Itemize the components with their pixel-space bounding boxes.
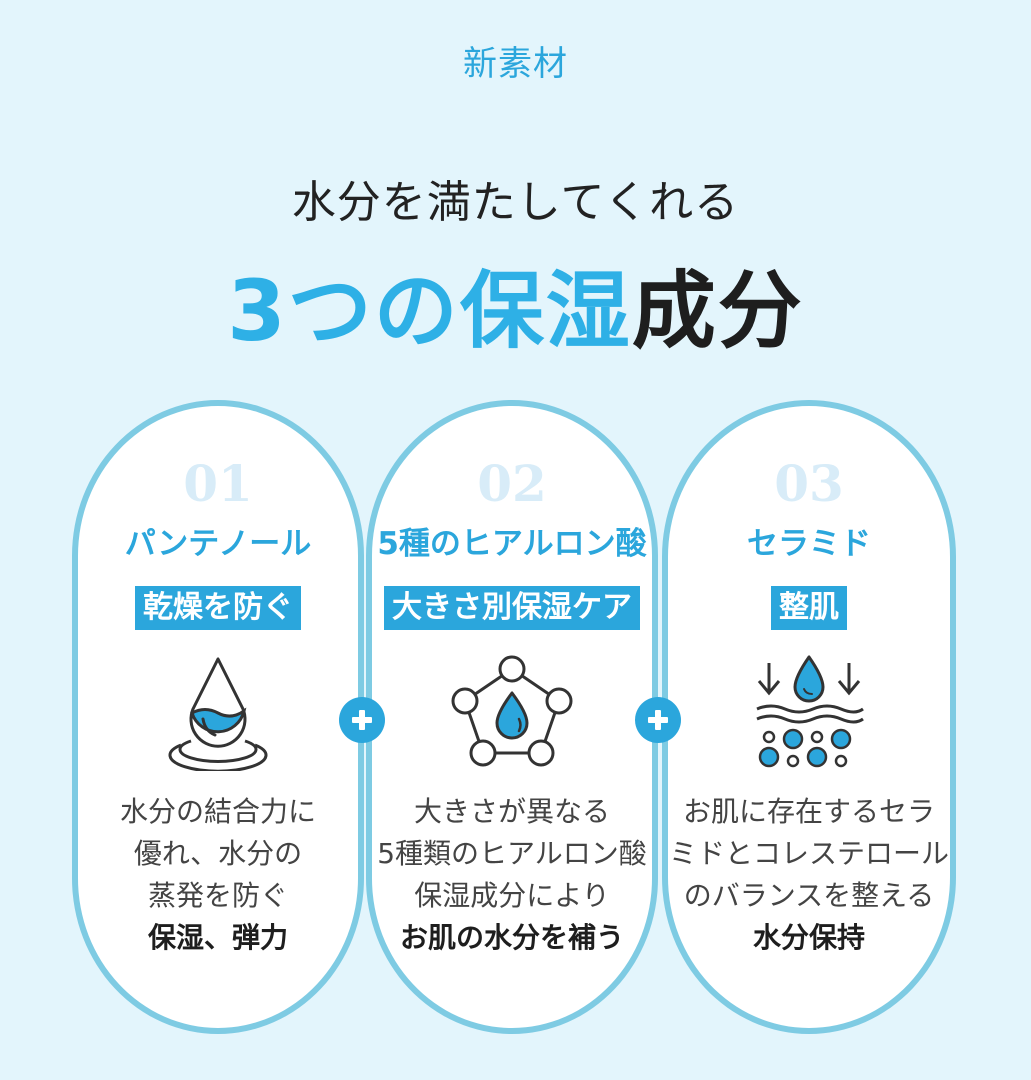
plus-icon [339, 697, 385, 743]
desc-line: 蒸発を防ぐ [147, 879, 288, 912]
ingredient-description: お肌に存在するセラ ミドとコレステロール のバランスを整える 水分保持 [668, 791, 950, 959]
plus-icon [635, 697, 681, 743]
card-number: 02 [477, 454, 547, 513]
ingredient-card-1: 01 パンテノール 乾燥を防ぐ 水分の結合力に 優れ、水分の 蒸発を防ぐ 保湿、… [72, 400, 364, 1034]
ingredient-card-3: 03 セラミド 整肌 お肌に存在するセラ ミドとコレステロール のバランスを整え… [662, 400, 956, 1034]
desc-line: のバランスを整える [683, 879, 935, 912]
eyebrow-label: 新素材 [463, 44, 568, 84]
card-number: 03 [774, 454, 844, 513]
desc-line: 水分の結合力に [119, 795, 316, 828]
benefit-tag: 大きさ別保湿ケア [384, 586, 640, 630]
skin-barrier-drop-icon [749, 651, 869, 775]
desc-line: 優れ、水分の [133, 837, 303, 870]
ingredient-description: 大きさが異なる 5種類のヒアルロン酸 保湿成分により お肌の水分を補う [372, 791, 652, 959]
ingredient-description: 水分の結合力に 優れ、水分の 蒸発を防ぐ 保湿、弾力 [78, 791, 358, 959]
benefit-tag: 乾燥を防ぐ [135, 586, 301, 630]
desc-emphasis: 水分保持 [752, 921, 865, 954]
benefit-tag: 整肌 [771, 586, 847, 630]
desc-line: お肌に存在するセラ [682, 795, 935, 828]
ingredient-card-2: 02 5種のヒアルロン酸 大きさ別保湿ケア 大きさが異なる 5種類のヒアルロン酸… [366, 400, 658, 1034]
desc-line: ミドとコレステロール [668, 837, 949, 870]
desc-line: 保湿成分により [414, 879, 610, 912]
desc-emphasis: お肌の水分を補う [399, 921, 624, 954]
card-number: 01 [183, 454, 253, 513]
ingredient-name: セラミド [747, 526, 871, 562]
ingredient-name: パンテノール [124, 526, 312, 562]
ingredient-name: 5種のヒアルロン酸 [377, 526, 647, 562]
water-drop-ripple-icon [163, 651, 273, 775]
desc-emphasis: 保湿、弾力 [147, 921, 288, 954]
headline-highlight: 3つの保湿 [227, 262, 632, 360]
headline-rest: 成分 [631, 262, 804, 360]
molecule-drop-icon [447, 651, 577, 775]
headline: 3つの保湿成分 [0, 244, 1031, 365]
subheading: 水分を満たしてくれる [291, 177, 740, 228]
desc-line: 5種類のヒアルロン酸 [377, 837, 647, 870]
desc-line: 大きさが異なる [413, 795, 610, 828]
